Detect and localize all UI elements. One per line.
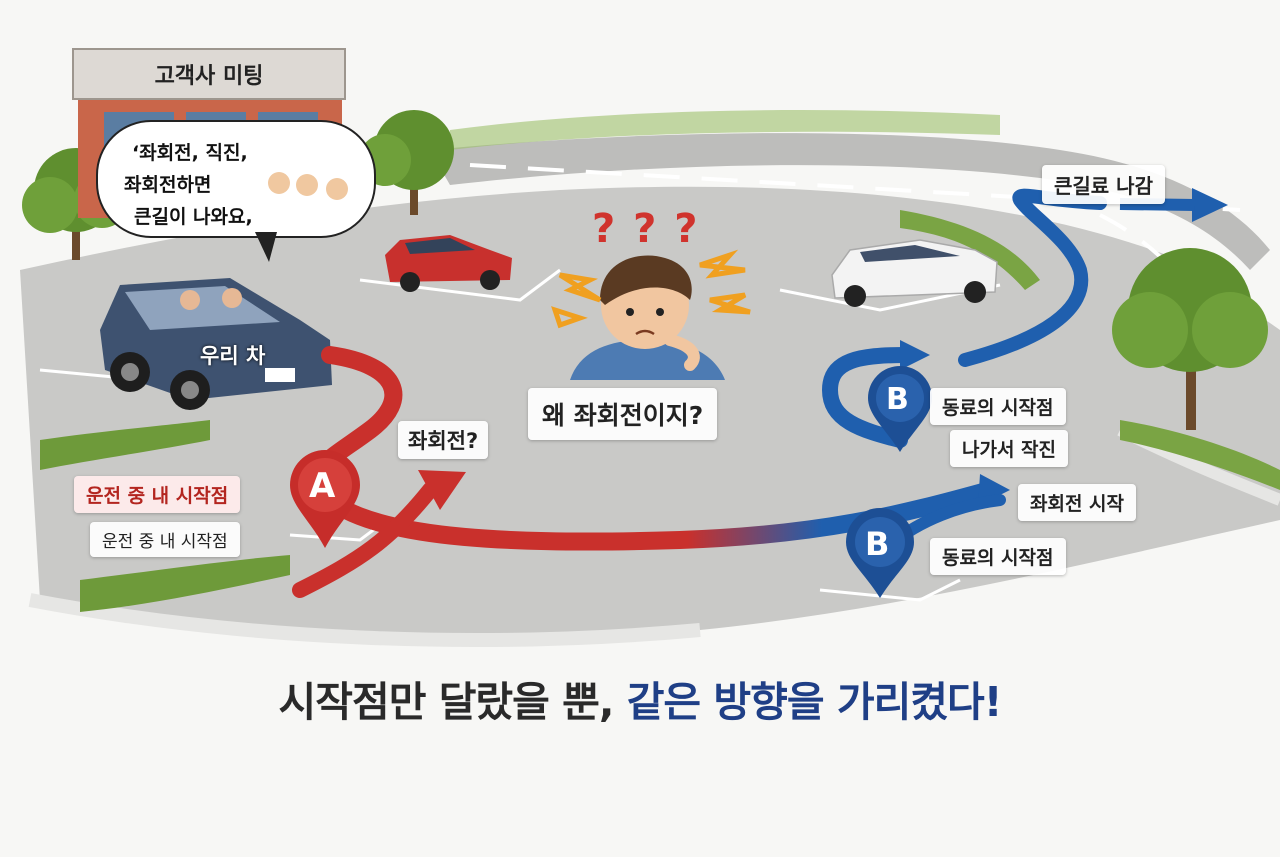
speech-bubble-tail: [255, 232, 277, 262]
store-sign: 고객사 미팅: [72, 48, 346, 100]
exit-label: 큰길료 나감: [1042, 165, 1165, 204]
route-a-turn-arrowhead: [418, 470, 466, 510]
route-b-upper-label-2: 나가서 작진: [950, 430, 1069, 467]
lightning-icon: [699, 249, 746, 279]
route-b-turn-label: 좌회전 시작: [1018, 484, 1137, 521]
trees-background: [450, 110, 1000, 150]
passenger-face-icon: [268, 172, 290, 194]
confused-person: [570, 255, 725, 380]
question-marks: ? ? ?: [592, 206, 700, 252]
hedge-top-right: [900, 210, 1040, 290]
curb-bottom: [28, 593, 701, 647]
exit-arrow-shaft: [1119, 198, 1196, 211]
route-a-label-gray: 운전 중 내 시작점: [90, 522, 240, 557]
lightning-icon: [558, 272, 602, 303]
route-b-loop: [821, 347, 913, 448]
route-b-exit-path: [958, 188, 1107, 367]
passenger-face-icon: [296, 174, 318, 196]
pin-b-upper-letter: B: [886, 382, 909, 417]
bubble-line-1: ‘좌회전, 직진,: [132, 142, 248, 164]
bubble-line-2: 좌회전하면: [124, 174, 212, 196]
caption: 시작점만 달랐을 뿐, 같은 방향을 가리켰다!: [0, 668, 1280, 728]
route-a-turn-label: 좌회전?: [398, 421, 489, 459]
hedge-bottom: [80, 555, 290, 612]
parking-lines-b: [819, 578, 961, 602]
pin-b-upper: [868, 366, 932, 452]
pin-a: [290, 450, 360, 548]
lightning-icon: [709, 292, 751, 315]
route-a-label-red: 운전 중 내 시작점: [74, 476, 241, 513]
speech-bubble: ‘좌회전, 직진, 좌회전하면 큰길이 나와요,: [96, 120, 376, 238]
route-b-upper-label-1: 동료의 시작점: [930, 388, 1066, 425]
car-label: 우리 차: [200, 344, 266, 368]
red-parked-car: [385, 235, 512, 292]
person-question-label: 왜 좌회전이지?: [528, 388, 718, 440]
exit-arrowhead: [1192, 188, 1228, 222]
route-b-lower-label: 동료의 시작점: [930, 538, 1066, 575]
tree-right: [1112, 248, 1268, 430]
bubble-line-3: 큰길이 나와요,: [134, 206, 253, 228]
route-a-turn-arrow: [292, 482, 438, 598]
pin-a-letter: A: [309, 466, 336, 506]
lightning-icon: [551, 306, 588, 329]
our-car: [100, 278, 332, 410]
hedge-right: [1120, 420, 1280, 490]
pin-b-lower: [846, 508, 914, 598]
route-b-loop-arrowhead: [900, 340, 930, 370]
white-parked-car: [831, 239, 998, 307]
caption-part-1: 시작점만 달랐을 뿐,: [278, 678, 627, 726]
pin-b-lower-letter: B: [865, 525, 890, 563]
road-curve-marking: [1099, 213, 1217, 331]
hedge-left: [40, 420, 210, 470]
passenger-face-icon: [326, 178, 348, 200]
caption-part-2: 같은 방향을 가리켰다!: [626, 678, 1003, 726]
